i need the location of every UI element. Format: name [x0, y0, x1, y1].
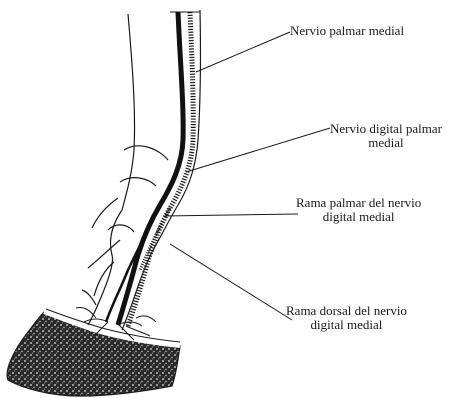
main-vessel [118, 12, 183, 325]
leader-rama-palmar [164, 214, 298, 216]
hoof [7, 309, 180, 396]
leader-lines [164, 32, 330, 320]
label-nervio-palmar-medial: Nervio palmar medial [290, 24, 404, 38]
label-line: Rama dorsal del nervio [286, 304, 407, 318]
secondary-vessel [106, 205, 160, 322]
label-rama-palmar-nervio-digital-medial: Rama palmar del nervio digital medial [296, 196, 421, 224]
nerve-band [128, 12, 193, 326]
label-line: Rama palmar del nervio [296, 196, 421, 210]
leader-digital-palmar-medial [186, 128, 330, 172]
label-line: digital medial [296, 210, 421, 224]
leader-rama-dorsal [170, 244, 292, 320]
label-rama-dorsal-nervio-digital-medial: Rama dorsal del nervio digital medial [286, 304, 407, 332]
label-line: Nervio palmar medial [290, 24, 404, 38]
label-nervio-digital-palmar-medial: Nervio digital palmar medial [330, 122, 442, 150]
label-line: digital medial [286, 318, 407, 332]
label-line: Nervio digital palmar [330, 122, 442, 136]
leader-palmar-medial [196, 32, 290, 72]
label-line: medial [330, 136, 442, 150]
